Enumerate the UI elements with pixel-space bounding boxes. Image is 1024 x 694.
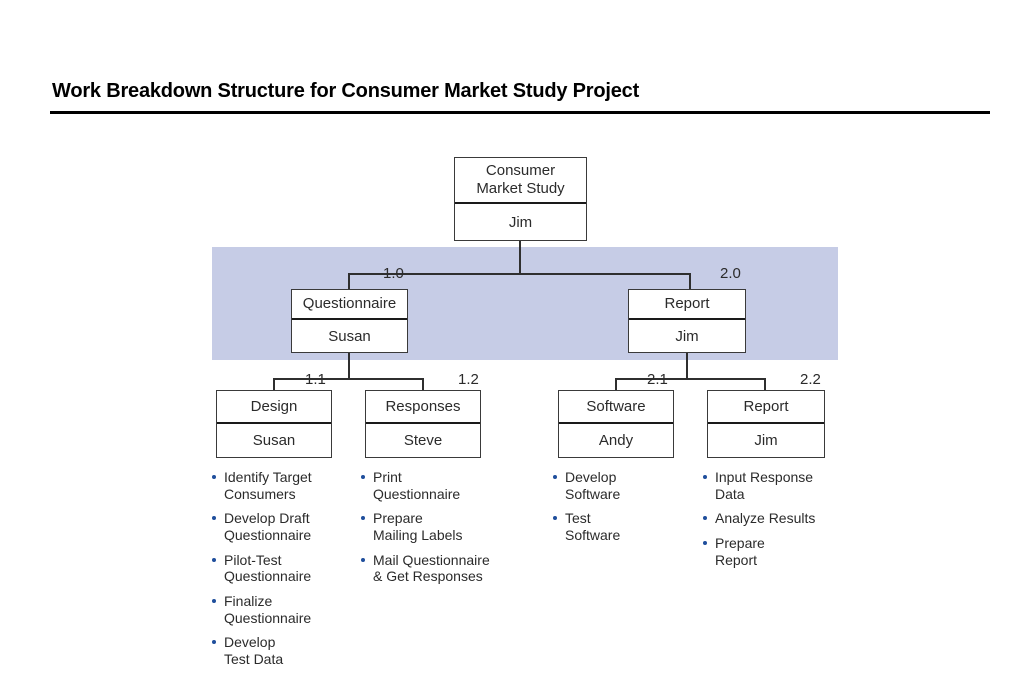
wbs-node-task: Report (743, 397, 789, 415)
wbs-node-1-2[interactable]: Responses Steve (365, 390, 481, 458)
connector-root-stem (519, 241, 521, 274)
connector-stem-1-0 (348, 353, 350, 379)
connector-drop-2-0 (689, 273, 691, 290)
wbs-node-owner: Susan (217, 422, 331, 457)
connector-drop-1-2 (422, 378, 424, 391)
activity-item: Analyze Results (703, 510, 853, 527)
wbs-node-task: Report (664, 295, 710, 313)
wbs-node-task: Design (250, 397, 298, 415)
activity-item: Test Software (553, 510, 703, 543)
wbs-node-owner: Susan (292, 318, 407, 352)
connector-level1-bus (348, 273, 691, 275)
wbs-number-2-1: 2.1 (647, 371, 668, 388)
wbs-node-owner: Andy (559, 422, 673, 457)
wbs-number-2-2: 2.2 (800, 371, 821, 388)
wbs-node-owner: Jim (629, 318, 745, 352)
connector-level2-bus-left (273, 378, 423, 380)
wbs-number-1-0: 1.0 (383, 265, 404, 282)
wbs-node-task: Responses (385, 397, 461, 415)
wbs-node-2-2[interactable]: Report Jim (707, 390, 825, 458)
activity-item: Print Questionnaire (361, 469, 516, 502)
wbs-number-1-1: 1.1 (305, 371, 326, 388)
wbs-number-1-2: 1.2 (458, 371, 479, 388)
wbs-node-task: Software (586, 397, 646, 415)
activity-item: Pilot-Test Questionnaire (212, 552, 362, 585)
page-title: Work Breakdown Structure for Consumer Ma… (52, 80, 640, 102)
activity-item: Develop Software (553, 469, 703, 502)
wbs-node-root[interactable]: Consumer Market Study Jim (454, 157, 587, 241)
activity-item: Prepare Mailing Labels (361, 510, 516, 543)
wbs-node-1-0[interactable]: Questionnaire Susan (291, 289, 408, 353)
wbs-node-2-0[interactable]: Report Jim (628, 289, 746, 353)
wbs-node-owner: Jim (708, 422, 824, 457)
connector-drop-1-1 (273, 378, 275, 391)
activity-item: Prepare Report (703, 535, 853, 568)
wbs-node-task: Questionnaire (302, 295, 397, 313)
title-divider (50, 111, 990, 114)
wbs-number-2-0: 2.0 (720, 265, 741, 282)
activity-item: Finalize Questionnaire (212, 593, 362, 626)
connector-drop-1-0 (348, 273, 350, 290)
activity-item: Develop Draft Questionnaire (212, 510, 362, 543)
activity-item: Identify Target Consumers (212, 469, 362, 502)
activity-item: Develop Test Data (212, 634, 362, 667)
wbs-node-1-1[interactable]: Design Susan (216, 390, 332, 458)
connector-level2-bus-right (615, 378, 765, 380)
connector-drop-2-2 (764, 378, 766, 391)
wbs-node-owner: Steve (366, 422, 480, 457)
activity-item: Input Response Data (703, 469, 853, 502)
wbs-node-task: Consumer Market Study (476, 162, 565, 197)
connector-stem-2-0 (686, 353, 688, 379)
connector-drop-2-1 (615, 378, 617, 391)
activity-item: Mail Questionnaire & Get Responses (361, 552, 516, 585)
wbs-node-owner: Jim (455, 202, 586, 240)
wbs-node-2-1[interactable]: Software Andy (558, 390, 674, 458)
